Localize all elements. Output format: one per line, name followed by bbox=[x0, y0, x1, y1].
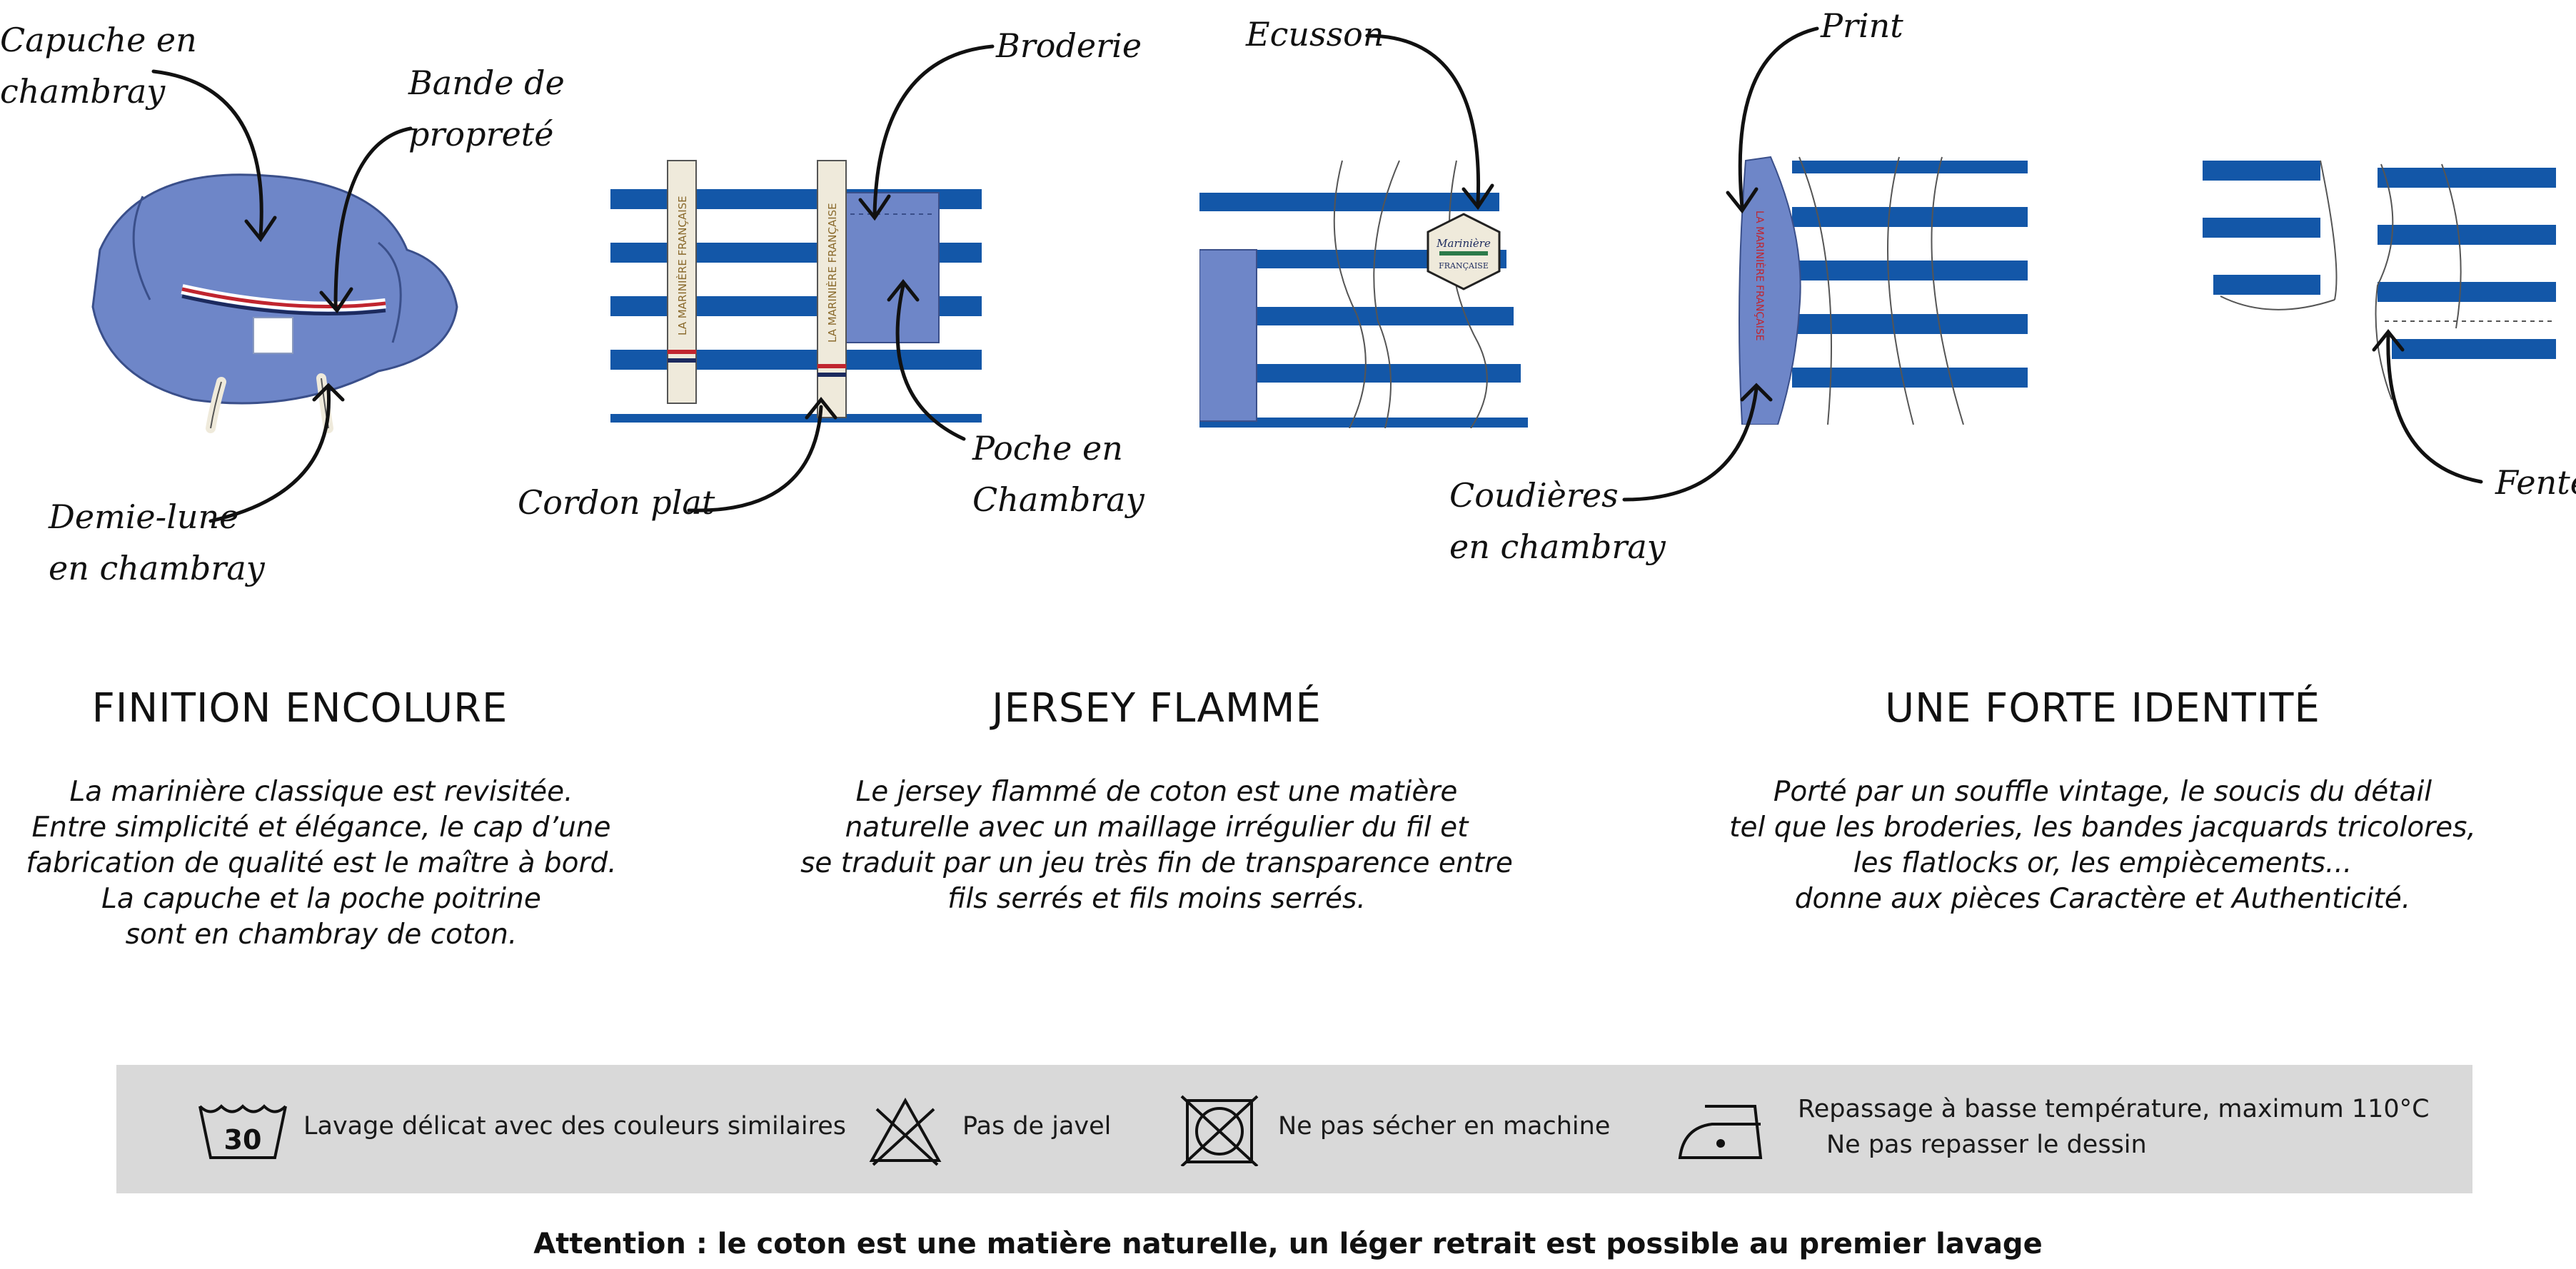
iron-low-icon bbox=[1678, 1105, 1763, 1159]
annotation-line: en chambray bbox=[1449, 527, 1666, 566]
section-line: sont en chambray de coton. bbox=[125, 919, 518, 951]
section-line: se traduit par un jeu très fin de transp… bbox=[800, 847, 1513, 879]
warning-text: Attention : le coton est une matière nat… bbox=[533, 1228, 2043, 1260]
annotation-broderie: Broderie bbox=[996, 20, 1142, 71]
section-line: tel que les broderies, les bandes jacqua… bbox=[1729, 812, 2476, 844]
annotation-coudieres: Coudières en chambray bbox=[1449, 470, 1666, 572]
annotation-arrows bbox=[151, 26, 2483, 523]
section-title-jersey: JERSEY FLAMMÉ bbox=[992, 685, 1322, 732]
section-line: Porté par un souffle vintage, le soucis … bbox=[1773, 776, 2432, 808]
annotation-poche: Poche en Chambray bbox=[972, 423, 1144, 525]
no-tumble-dry-icon bbox=[1180, 1095, 1259, 1166]
section-line: fabrication de qualité est le maître à b… bbox=[26, 847, 617, 879]
strap-label: LA MARINIÈRE FRANÇAISE bbox=[825, 203, 839, 343]
annotation-line: Capuche en bbox=[0, 21, 197, 59]
care-iron-text-1: Repassage à basse température, maximum 1… bbox=[1798, 1095, 2430, 1123]
section-title-identite: UNE FORTE IDENTITÉ bbox=[1885, 685, 2320, 732]
strap-label: LA MARINIÈRE FRANÇAISE bbox=[675, 196, 689, 335]
care-instructions-bar: 30 Lavage délicat avec des couleurs simi… bbox=[116, 1065, 2472, 1193]
annotation-ecusson: Ecusson bbox=[1246, 9, 1384, 60]
no-bleach-icon bbox=[869, 1097, 942, 1166]
side-slit-illustration bbox=[2203, 160, 2556, 400]
annotation-cordon: Cordon plat bbox=[518, 477, 715, 528]
section-line: La marinière classique est revisitée. bbox=[69, 776, 573, 808]
wash-temp: 30 bbox=[224, 1124, 262, 1156]
shirt-badge-illustration: Marinière FRANÇAISE bbox=[1199, 160, 1528, 428]
section-line: Le jersey flammé de coton est une matièr… bbox=[855, 776, 1458, 808]
section-line: fils serrés et fils moins serrés. bbox=[947, 883, 1366, 915]
care-iron-text-2: Ne pas repasser le dessin bbox=[1826, 1131, 2147, 1159]
annotation-line: Cordon plat bbox=[518, 483, 715, 522]
annotation-line: Poche en bbox=[972, 429, 1123, 467]
annotation-line: Ecusson bbox=[1246, 15, 1384, 54]
annotation-line: Demie-lune bbox=[49, 497, 239, 536]
section-line: les flatlocks or, les empiècements... bbox=[1853, 847, 2353, 879]
annotation-line: Chambray bbox=[972, 480, 1144, 519]
annotation-line: Fente bbox=[2495, 463, 2576, 502]
annotation-fente: Fente bbox=[2495, 457, 2576, 508]
jersey-pocket-illustration: LA MARINIÈRE FRANÇAISE LA MARINIÈRE FRAN… bbox=[610, 160, 982, 423]
section-title-encolure: FINITION ENCOLURE bbox=[91, 685, 508, 732]
elbow-patch-illustration: LA MARINIÈRE FRANÇAISE bbox=[1739, 156, 2028, 425]
care-wash-text: Lavage délicat avec des couleurs similai… bbox=[303, 1112, 846, 1141]
annotation-line: propreté bbox=[408, 115, 554, 153]
section-text-encolure: La marinière classique est revisitée. En… bbox=[0, 774, 643, 953]
washing-30-icon: 30 bbox=[198, 1104, 287, 1159]
badge-text-bottom: FRANÇAISE bbox=[1439, 261, 1489, 271]
section-text-identite: Porté par un souffle vintage, le soucis … bbox=[1728, 774, 2477, 917]
care-dry-text: Ne pas sécher en machine bbox=[1278, 1112, 1611, 1141]
annotation-line: chambray bbox=[0, 72, 166, 111]
print-sleeve-text: LA MARINIÈRE FRANÇAISE bbox=[1754, 211, 1766, 341]
badge-text-top: Marinière bbox=[1436, 237, 1491, 250]
annotation-line: Bande de bbox=[408, 64, 565, 102]
annotation-print: Print bbox=[1821, 0, 1903, 51]
annotation-line: Print bbox=[1821, 6, 1903, 45]
section-text-jersey: Le jersey flammé de coton est une matièr… bbox=[785, 774, 1528, 917]
annotation-line: en chambray bbox=[49, 549, 265, 587]
annotation-bande: Bande de propreté bbox=[408, 57, 565, 160]
care-bleach-text: Pas de javel bbox=[962, 1112, 1112, 1141]
section-line: donne aux pièces Caractère et Authentici… bbox=[1794, 883, 2411, 915]
annotation-capuche: Capuche en chambray bbox=[0, 14, 197, 117]
section-line: naturelle avec un maillage irrégulier du… bbox=[845, 812, 1469, 844]
annotation-line: Broderie bbox=[996, 26, 1142, 65]
section-line: Entre simplicité et élégance, le cap d’u… bbox=[31, 812, 611, 844]
annotation-demi-lune: Demie-lune en chambray bbox=[49, 491, 265, 594]
section-line: La capuche et la poche poitrine bbox=[101, 883, 541, 915]
annotation-line: Coudières bbox=[1449, 476, 1619, 515]
